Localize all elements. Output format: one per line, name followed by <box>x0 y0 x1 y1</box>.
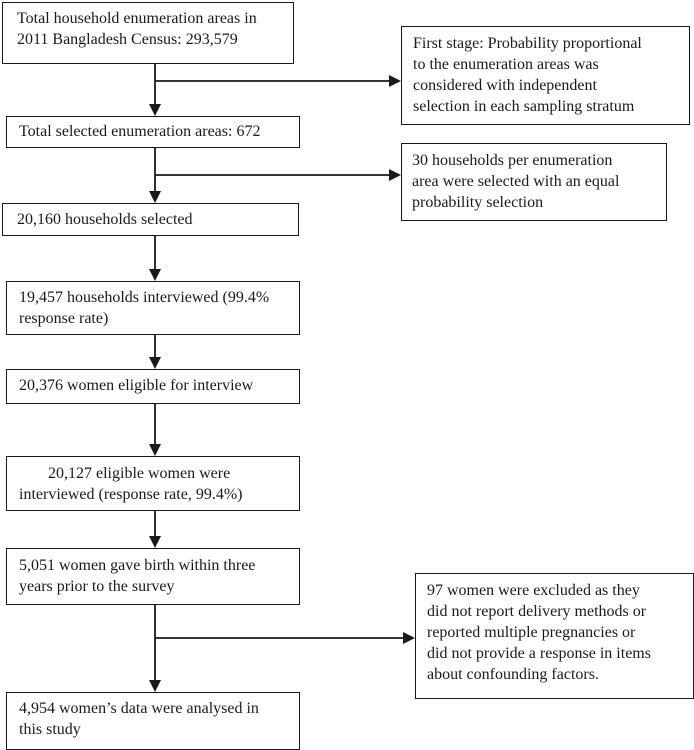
census-text-line-1: Total household enumeration areas in <box>17 10 257 27</box>
first-stage-line-1: First stage: Probability proportional <box>413 35 642 52</box>
first-stage-line-4: selection in each sampling stratum <box>413 98 635 115</box>
women-eligible-box: 20,376 women eligible for interview <box>6 369 300 404</box>
women-interviewed-line-1: 20,127 eligible women were <box>48 465 231 482</box>
households-interviewed-line-1: 19,457 households interviewed (99.4% <box>19 289 270 306</box>
women-analysed-line-2: this study <box>19 721 81 738</box>
households-interviewed-box: 19,457 households interviewed (99.4% res… <box>6 281 300 335</box>
women-birth-box: 5,051 women gave birth within three year… <box>6 548 300 605</box>
first-stage-note-box: First stage: Probability proportional to… <box>401 26 690 125</box>
selected-areas-text: Total selected enumeration areas: 672 <box>19 123 261 140</box>
census-box: Total household enumeration areas in 201… <box>2 2 294 64</box>
first-stage-line-3: considered with independent <box>413 77 597 94</box>
excluded-line-3: reported multiple pregnancies or <box>427 624 636 641</box>
excluded-line-5: about confounding factors. <box>427 666 599 683</box>
second-stage-line-1: 30 households per enumeration <box>412 152 613 169</box>
women-birth-line-1: 5,051 women gave birth within three <box>19 557 256 574</box>
households-selected-box: 20,160 households selected <box>2 203 299 236</box>
excluded-note-box: 97 women were excluded as they did not r… <box>415 573 694 699</box>
first-stage-line-2: to the enumeration areas was <box>413 56 599 73</box>
households-selected-text: 20,160 households selected <box>17 211 193 228</box>
women-interviewed-box: 20,127 eligible women were interviewed (… <box>6 456 300 511</box>
second-stage-line-3: probability selection <box>412 194 544 211</box>
census-text-line-2: 2011 Bangladesh Census: 293,579 <box>17 31 238 48</box>
second-stage-line-2: area were selected with an equal <box>412 173 620 190</box>
excluded-line-2: did not report delivery methods or <box>427 603 647 620</box>
women-analysed-line-1: 4,954 women’s data were analysed in <box>19 700 259 717</box>
flow-arrows <box>149 64 415 692</box>
women-birth-line-2: years prior to the survey <box>19 578 175 595</box>
second-stage-note-box: 30 households per enumeration area were … <box>401 143 667 221</box>
selected-areas-box: Total selected enumeration areas: 672 <box>6 116 300 148</box>
women-interviewed-line-2: interviewed (response rate, 99.4%) <box>19 486 243 503</box>
excluded-line-4: did not provide a response in items <box>427 645 651 662</box>
excluded-line-1: 97 women were excluded as they <box>427 582 640 599</box>
women-analysed-box: 4,954 women’s data were analysed in this… <box>6 692 300 750</box>
women-eligible-text: 20,376 women eligible for interview <box>19 377 254 394</box>
households-interviewed-line-2: response rate) <box>19 310 109 327</box>
